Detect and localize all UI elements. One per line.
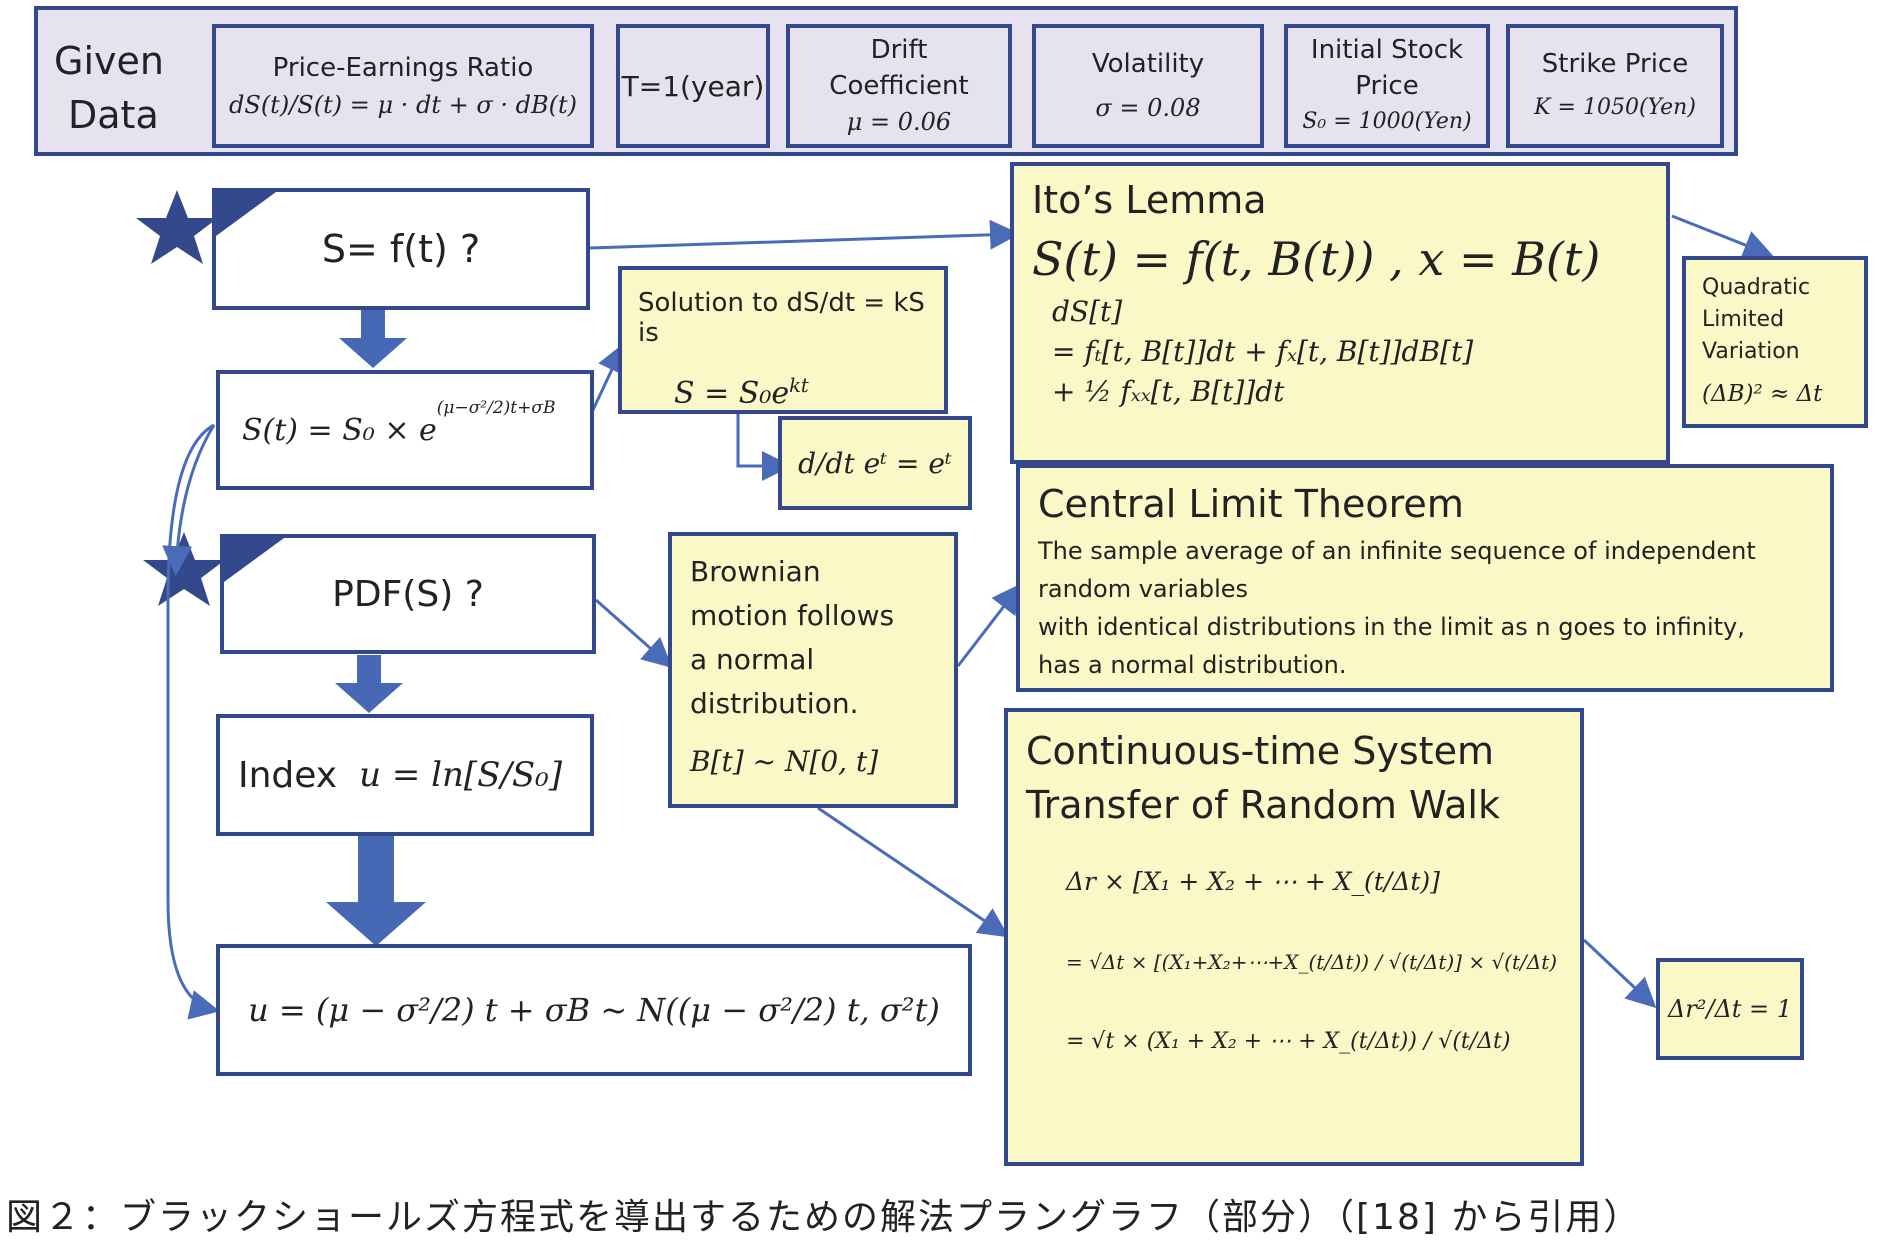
corner-fold-icon [224, 538, 284, 582]
ratio-box: Δr²/Δt = 1 [1656, 958, 1804, 1060]
clt-box: Central Limit Theorem The sample average… [1016, 464, 1834, 692]
brownian-box: Brownian motion follows a normal distrib… [668, 532, 958, 808]
corner-fold-icon [216, 192, 276, 236]
arrow-to-ito [589, 219, 1020, 250]
arrow-loop-left [166, 423, 220, 1020]
question-pdf-box: PDF(S) ? [220, 534, 596, 654]
star-icon [136, 190, 218, 264]
initial-price-box: Initial Stock Price S₀ = 1000(Yen) [1284, 24, 1490, 148]
arrow-to-ratio [1582, 938, 1657, 1009]
arrow-to-quadratic [1671, 214, 1774, 260]
time-box: T=1(year) [616, 24, 770, 148]
drift-box: Drift Coefficient μ = 0.06 [786, 24, 1012, 148]
down-arrow-icon [326, 310, 426, 946]
arrow-to-brownian [595, 598, 673, 668]
per-box: Price-Earnings Ratio dS(t)/S(t) = μ · dt… [212, 24, 594, 148]
question-s-box: S= f(t) ? [212, 188, 590, 310]
arrow-loop-left-2 [162, 424, 216, 576]
quadratic-variation-box: Quadratic Limited Variation (ΔB)² ≈ Δt [1682, 256, 1868, 428]
figure-caption: 図２：ブラックショールズ方程式を導出するための解法プラングラフ（部分）（[18]… [6, 1197, 1642, 1238]
arrow-to-continuous [817, 806, 1009, 938]
solution-box: Solution to dS/dt = kS is S = S₀ekt [618, 266, 948, 414]
strike-price-box: Strike Price K = 1050(Yen) [1506, 24, 1724, 148]
index-box: Index u = ln[S/S₀] [216, 714, 594, 836]
arrow-to-solution [590, 342, 626, 413]
continuous-time-box: Continuous-time System Transfer of Rando… [1004, 708, 1584, 1166]
u-distribution-box: u = (μ − σ²/2) t + σB ~ N((μ − σ²/2) t, … [216, 944, 972, 1076]
volatility-box: Volatility σ = 0.08 [1032, 24, 1264, 148]
ito-lemma-box: Ito’s Lemma S(t) = f(t, B(t)) , x = B(t)… [1010, 162, 1670, 464]
arrow-to-derivative [736, 412, 792, 481]
s-formula-box: S(t) = S₀ × e (μ−σ²/2)t+σB [216, 370, 594, 490]
given-data-label: Given Data [54, 39, 164, 137]
star-icon [143, 532, 225, 606]
derivative-box: d/dt eᵗ = eᵗ [778, 416, 972, 510]
arrow-to-clt [956, 583, 1022, 667]
